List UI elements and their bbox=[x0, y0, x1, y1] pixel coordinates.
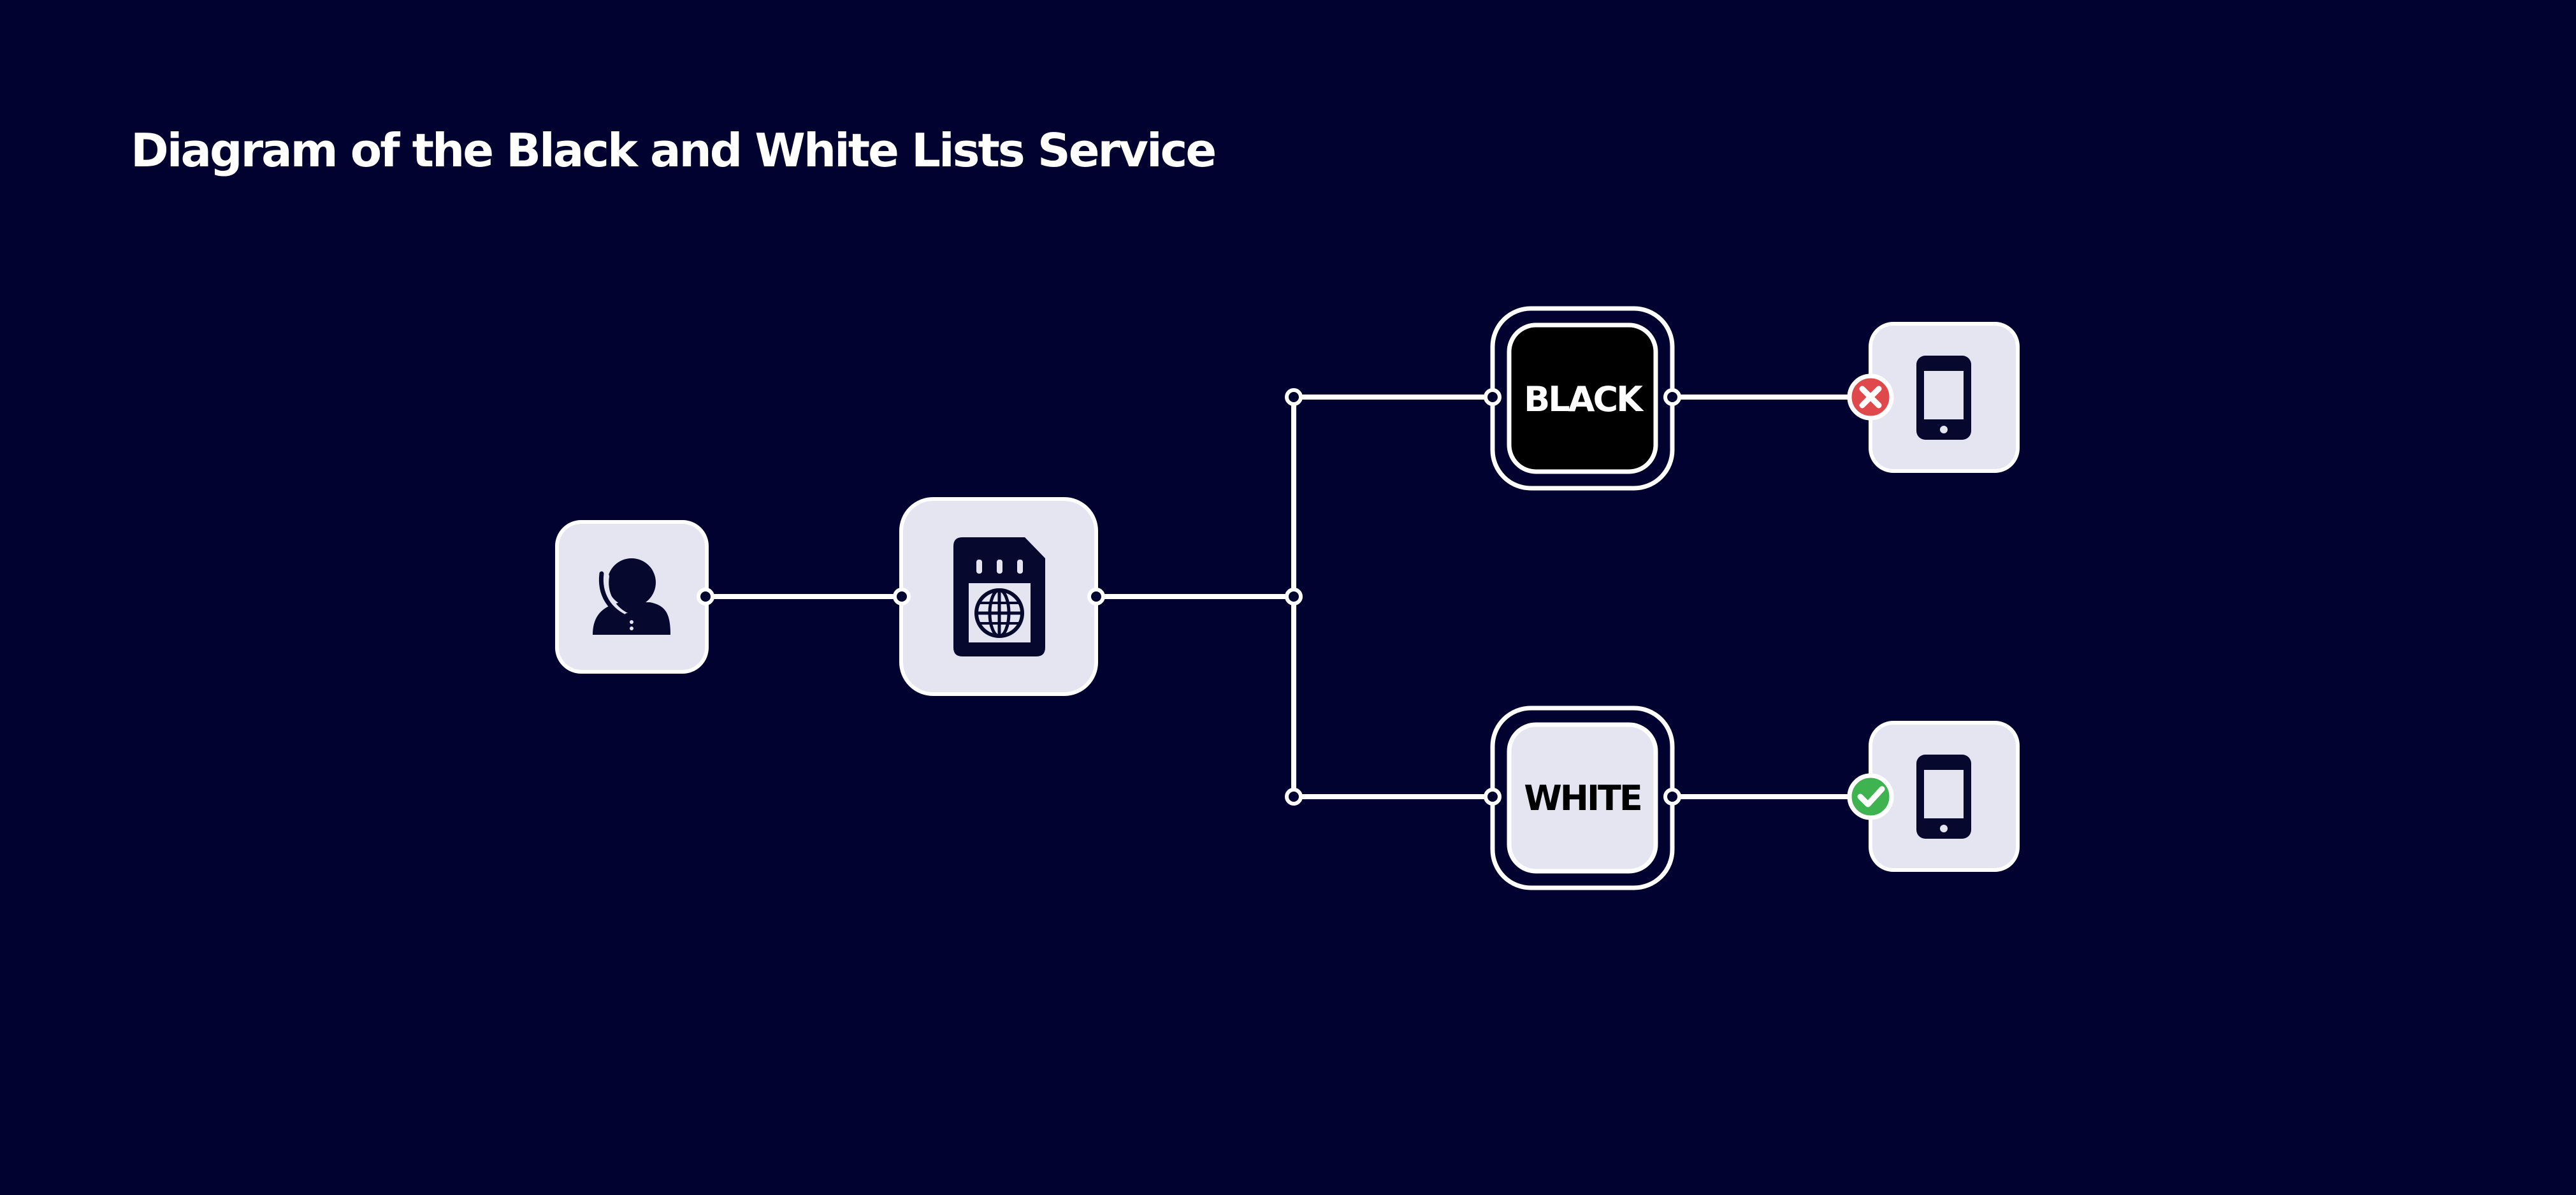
port-sim-out bbox=[1087, 588, 1105, 605]
sim-card-globe-icon bbox=[953, 537, 1045, 656]
page-title: Diagram of the Black and White Lists Ser… bbox=[131, 124, 1217, 177]
port-caller-out bbox=[697, 588, 714, 605]
phone-allowed-node[interactable] bbox=[1869, 721, 2020, 872]
caller-node[interactable] bbox=[555, 520, 709, 674]
port-junction-center bbox=[1285, 588, 1303, 605]
check-icon bbox=[1847, 773, 1894, 820]
port-junction-bottom bbox=[1285, 788, 1303, 806]
port-sim-in bbox=[893, 588, 911, 605]
smartphone-icon bbox=[1916, 755, 1971, 839]
port-white-in bbox=[1484, 788, 1501, 806]
port-black-in bbox=[1484, 388, 1501, 406]
call-center-operator-icon bbox=[593, 558, 670, 635]
connection-ports bbox=[697, 388, 1681, 806]
cross-icon bbox=[1847, 373, 1894, 421]
smartphone-icon bbox=[1916, 356, 1971, 440]
black-list-node[interactable]: BLACK bbox=[1490, 306, 1675, 491]
black-list-label: BLACK bbox=[1524, 379, 1644, 419]
white-list-node[interactable]: WHITE bbox=[1490, 706, 1675, 890]
port-white-out bbox=[1663, 788, 1681, 806]
white-list-label: WHITE bbox=[1524, 778, 1641, 818]
port-junction-top bbox=[1285, 388, 1303, 406]
sim-card-node[interactable] bbox=[899, 497, 1098, 696]
port-black-out bbox=[1663, 388, 1681, 406]
